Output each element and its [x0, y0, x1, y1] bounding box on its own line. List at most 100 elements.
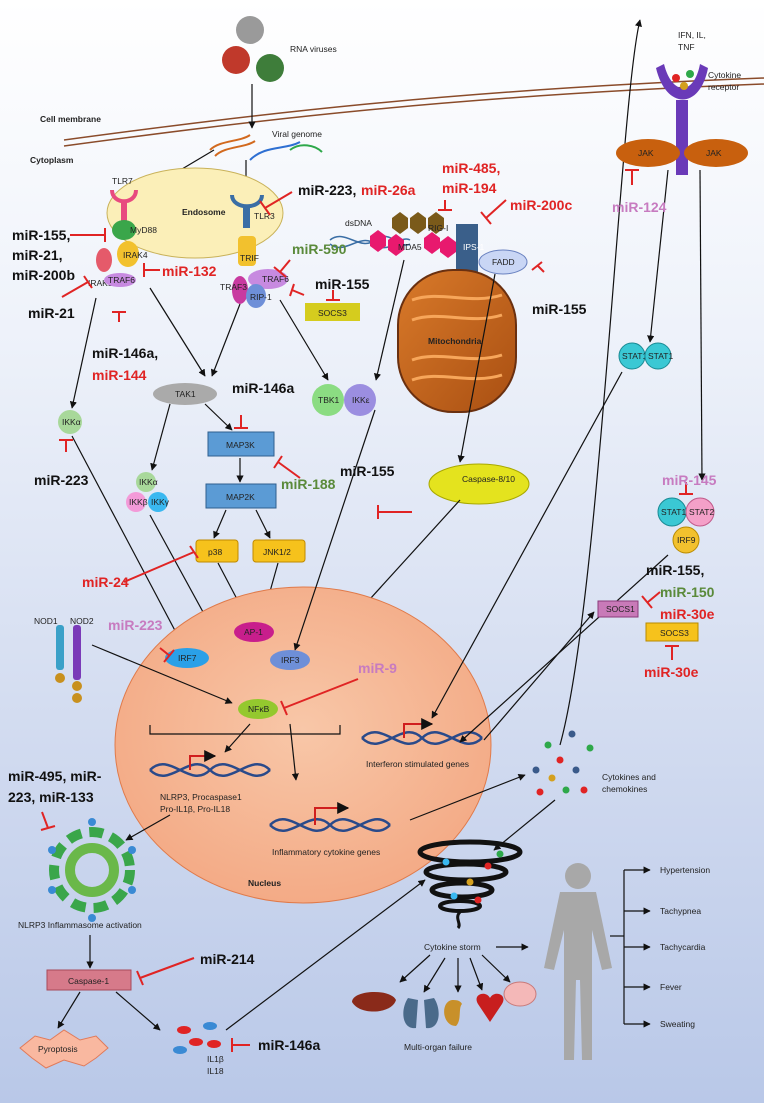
nlrp3-genes-line1: NLRP3, Procaspase1	[160, 792, 242, 802]
mir-495-line2: 223, miR-133	[8, 789, 94, 805]
ikka-complex	[136, 472, 156, 492]
mir-155-a: miR-155,	[12, 227, 70, 243]
mof-label: Multi-organ failure	[404, 1042, 472, 1052]
map2k	[205, 483, 277, 509]
jnk-label: JNK1/2	[263, 547, 291, 557]
traf3-label: TRAF3	[220, 282, 247, 292]
endosome	[106, 167, 284, 259]
jak-right	[684, 139, 748, 167]
ikkb-label: IKKβ	[129, 497, 148, 507]
irf3-label: IRF3	[281, 655, 300, 665]
ikkb	[126, 492, 146, 512]
liver-icon	[352, 991, 396, 1012]
arrow-traf6-tak1	[149, 287, 206, 377]
cytokine-storm-icon	[417, 839, 523, 930]
irak1-label: IRAK1	[88, 278, 113, 288]
arrow-il-storm	[225, 879, 426, 1031]
cytokine-storm-label: Cytokine storm	[424, 942, 481, 952]
arrow-irak1-ikka	[69, 297, 97, 409]
tak1	[153, 383, 217, 405]
map2k-label: MAP2K	[226, 492, 255, 502]
mir-21-a: miR-21,	[12, 247, 63, 263]
arrow-isgf3-isg	[459, 554, 669, 743]
irak4	[117, 241, 139, 267]
mda5	[370, 230, 456, 258]
mir-188: miR-188	[281, 476, 336, 492]
arrow-storm-brain	[481, 954, 511, 983]
map3k	[207, 431, 275, 457]
ips-1-label: IPS-1	[463, 242, 485, 252]
arrow-nod-nfkb	[91, 644, 233, 704]
viral-genome-label: Viral genome	[272, 129, 322, 139]
fadd	[478, 249, 528, 275]
endosome-label: Endosome	[182, 207, 226, 217]
arrow-isg-socs	[483, 611, 595, 741]
mir-200b: miR-200b	[12, 267, 75, 283]
ap1	[234, 622, 274, 642]
cytokine-receptor-line1: Cytokine	[708, 70, 741, 80]
arrow-jak-stat2	[698, 169, 706, 481]
arrow-casp1-il	[115, 991, 161, 1031]
mir-155-e: miR-155,	[646, 562, 704, 578]
dsdna-label: dsDNA	[345, 218, 372, 228]
rig-i-label: RIG-I	[428, 223, 448, 233]
inflammasome-label: NLRP3 Inflammasome activation	[18, 920, 142, 930]
stat1-b-label: STAT1	[648, 351, 673, 361]
ips-1	[456, 224, 478, 284]
arrow-stat1-isg	[431, 371, 623, 719]
arrow-traf3-tak1	[210, 303, 241, 377]
tak1-label: TAK1	[175, 389, 196, 399]
p38-label: p38	[208, 547, 222, 557]
mir-150: miR-150	[660, 584, 715, 600]
ikka-left	[58, 410, 82, 434]
mda5-label: MDA5	[398, 242, 422, 252]
tlr3-receptor	[230, 194, 264, 209]
isg-dna	[361, 731, 483, 745]
caspase-8-10	[428, 463, 530, 505]
stat1-a-label: STAT1	[622, 351, 647, 361]
pyroptosis-label: Pyroptosis	[38, 1044, 78, 1054]
mir-155-d: miR-155	[340, 463, 395, 479]
map3k-label: MAP3K	[226, 440, 255, 450]
arrow-storm-lungs	[423, 957, 446, 993]
mir-223-b: miR-223	[34, 472, 89, 488]
jak-right-label: JAK	[706, 148, 722, 158]
nod-receptors	[55, 625, 82, 703]
irf3	[270, 650, 310, 670]
irf7	[165, 648, 209, 668]
nlrp3-genes-line2: Pro-IL1β, Pro-IL18	[160, 804, 230, 814]
socs3-right-label: SOCS3	[660, 628, 689, 638]
bracket	[149, 725, 341, 735]
mir-155-c: miR-155	[532, 301, 587, 317]
sweating-label: Sweating	[660, 1019, 695, 1029]
arrow-storm-heart	[469, 957, 484, 991]
irak4-label: IRAK4	[123, 250, 148, 260]
cytokines-line1: Cytokines and	[602, 772, 656, 782]
caspase-1-label: Caspase-1	[68, 976, 109, 986]
socs3-top-label: SOCS3	[318, 308, 347, 318]
mir-223-a: miR-223,	[298, 182, 356, 198]
arrow-tak1-map3k	[204, 403, 233, 431]
mir-26a: miR-26a	[361, 182, 416, 198]
inflam-genes-label: Inflammatory cytokine genes	[272, 847, 380, 857]
mir-24: miR-24	[82, 574, 129, 590]
mir-200c: miR-200c	[510, 197, 572, 213]
mir-124: miR-124	[612, 199, 667, 215]
cytokine-dots	[532, 730, 594, 796]
caspase-8-10-label: Caspase-8/10	[462, 474, 515, 484]
tlr3-label: TLR3	[254, 211, 275, 221]
myd88-label: MyD88	[130, 225, 157, 235]
cell-membrane-line-2	[63, 83, 764, 147]
socs3-top	[305, 303, 360, 321]
irf9	[672, 526, 700, 554]
arrow-casp1-pyroptosis	[57, 991, 81, 1029]
mir-145: miR-145	[662, 472, 717, 488]
arrow-nfkb-nlrp3	[224, 723, 251, 753]
traf6-left-label: TRAF6	[108, 275, 135, 285]
nod2-label: NOD2	[70, 616, 94, 626]
ikka-complex-label: IKKα	[139, 477, 158, 487]
ikka-left-label: IKKα	[62, 417, 81, 427]
ikke-label: IKKε	[352, 395, 370, 405]
mir-155-b: miR-155	[315, 276, 370, 292]
